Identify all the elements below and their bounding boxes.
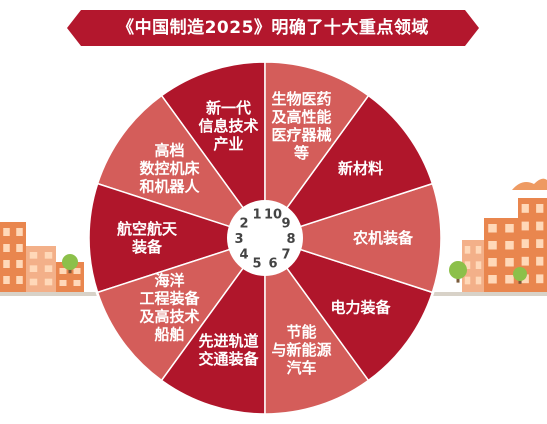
sector-number: 7 — [282, 247, 291, 262]
sector-wedge — [96, 236, 267, 382]
sector-number: 6 — [269, 257, 278, 272]
title-banner — [67, 10, 479, 46]
page-title: 《中国制造2025》明确了十大重点领域 — [117, 18, 429, 38]
sector-wheel: 新一代信息技术产业高档数控机床和机器人航空航天装备海洋工程装备及高技术船舶先进轨… — [87, 60, 443, 416]
sector-number: 4 — [239, 247, 248, 262]
sector-label: 新一代信息技术产业 — [199, 99, 259, 153]
sector-label: 电力装备 — [330, 298, 391, 316]
sector-label: 节能与新能源汽车 — [271, 323, 331, 377]
sector-label: 生物医药及高性能医疗器械等 — [271, 90, 331, 162]
tree-icon — [62, 254, 78, 274]
sector-2: 高档数控机床和机器人 — [96, 94, 267, 240]
sector-label: 新材料 — [338, 160, 383, 178]
building — [0, 222, 26, 292]
sector-number: 2 — [239, 217, 248, 232]
sector-7: 电力装备 — [263, 236, 434, 382]
sector-10: 生物医药及高性能医疗器械等 — [264, 61, 370, 241]
sector-wedge — [160, 61, 266, 241]
sector-label: 海洋工程装备及高技术船舶 — [140, 271, 201, 343]
sector-number: 9 — [282, 217, 291, 232]
sector-wedge — [264, 61, 370, 241]
center-hub — [227, 200, 303, 276]
left-city-illustration — [0, 222, 120, 296]
sector-number: 3 — [234, 232, 243, 247]
sector-wedge — [88, 182, 268, 294]
sector-label: 先进轨道交通装备 — [199, 332, 260, 368]
sector-label: 高档数控机床和机器人 — [140, 142, 201, 196]
tree-icon — [513, 267, 527, 284]
sector-wedge — [263, 94, 434, 240]
sector-wedge — [264, 235, 370, 415]
sector-8: 农机装备 — [262, 182, 442, 294]
sector-1: 新一代信息技术产业 — [160, 61, 266, 241]
sector-3: 航空航天装备 — [88, 182, 268, 294]
sector-number: 5 — [252, 257, 261, 272]
sector-wedge — [262, 182, 442, 294]
sector-number: 8 — [286, 232, 295, 247]
sector-5: 先进轨道交通装备 — [160, 235, 266, 415]
sector-number: 10 — [264, 207, 282, 222]
building — [26, 246, 56, 292]
sector-6: 节能与新能源汽车 — [264, 235, 370, 415]
sector-number: 1 — [252, 207, 261, 222]
right-city-illustration — [430, 178, 547, 296]
sector-9: 新材料 — [263, 94, 434, 240]
building — [484, 218, 518, 292]
sector-label: 农机装备 — [352, 229, 414, 247]
sector-wedge — [263, 236, 434, 382]
sector-4: 海洋工程装备及高技术船舶 — [96, 236, 267, 382]
sector-wedge — [160, 235, 266, 415]
sector-wedge — [96, 94, 267, 240]
tree-icon — [449, 261, 467, 283]
building — [462, 240, 484, 292]
sector-label: 航空航天装备 — [117, 220, 178, 256]
